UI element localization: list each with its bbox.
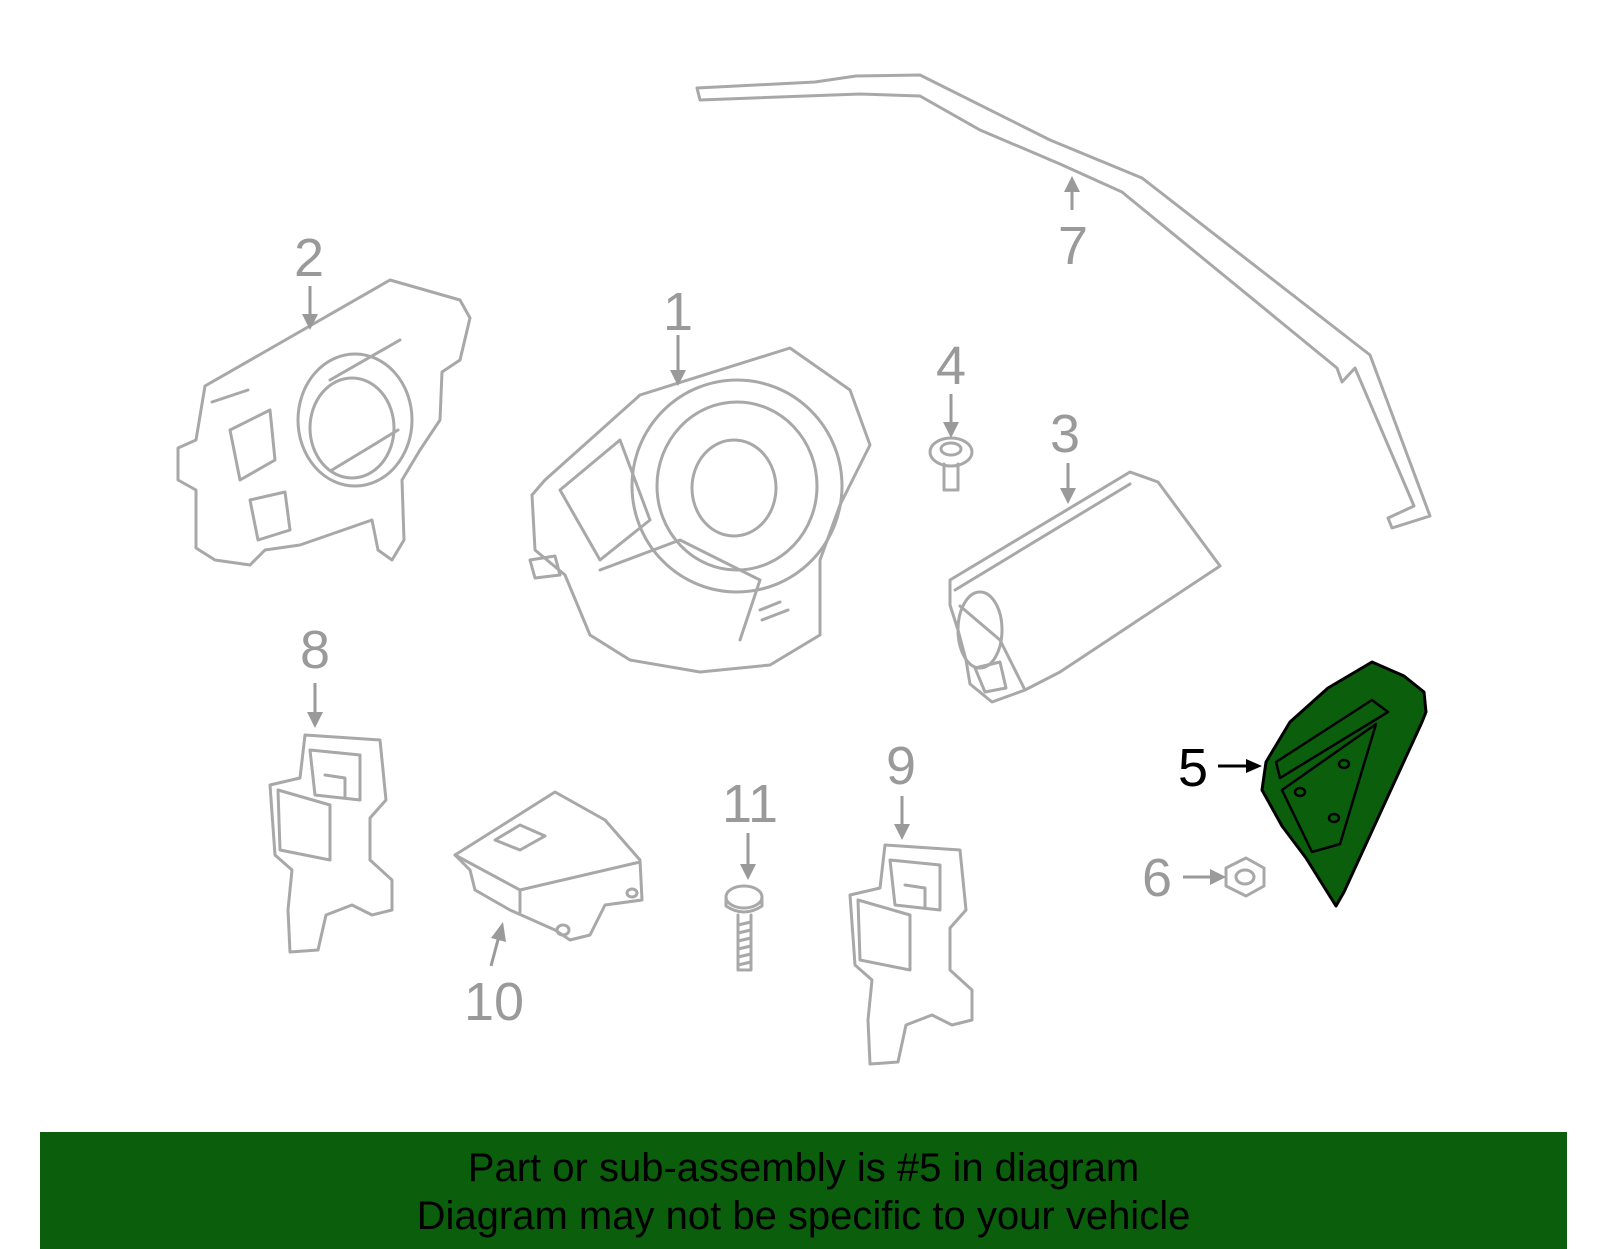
part-4-clip <box>928 436 974 492</box>
callout-number-11: 11 <box>722 774 778 834</box>
banner-line-part-info: Part or sub-assembly is #5 in diagram <box>467 1146 1140 1190</box>
part-10-control-module <box>453 790 644 942</box>
part-9-impact-sensor <box>848 843 974 1066</box>
part-7-curtain-airbag <box>695 73 1432 530</box>
callout-number-4: 4 <box>936 336 966 396</box>
callout-number-6: 6 <box>1142 848 1172 908</box>
callout-arrows <box>302 176 1226 967</box>
callout-number-2: 2 <box>294 228 324 288</box>
callout-number-1: 1 <box>663 282 693 342</box>
info-banner: Part or sub-assembly is #5 in diagram Di… <box>40 1132 1567 1249</box>
callout-number-9: 9 <box>886 736 916 796</box>
part-6-nut <box>1224 856 1266 898</box>
callout-number-5-highlighted: 5 <box>1178 738 1208 798</box>
part-11-bolt <box>724 884 764 972</box>
part-1-driver-airbag <box>528 346 872 674</box>
part-2-clock-spring <box>176 278 472 567</box>
part-3-passenger-airbag <box>948 470 1222 704</box>
callout-number-8: 8 <box>300 620 330 680</box>
callout-number-10: 10 <box>464 972 524 1032</box>
part-8-impact-sensor <box>268 733 394 954</box>
banner-line-disclaimer: Diagram may not be specific to your vehi… <box>416 1194 1191 1238</box>
part-5-highlighted-cover <box>1260 660 1428 908</box>
callout-5-arrow <box>1218 759 1262 773</box>
callout-number-7: 7 <box>1058 216 1088 276</box>
callout-number-3: 3 <box>1050 404 1080 464</box>
